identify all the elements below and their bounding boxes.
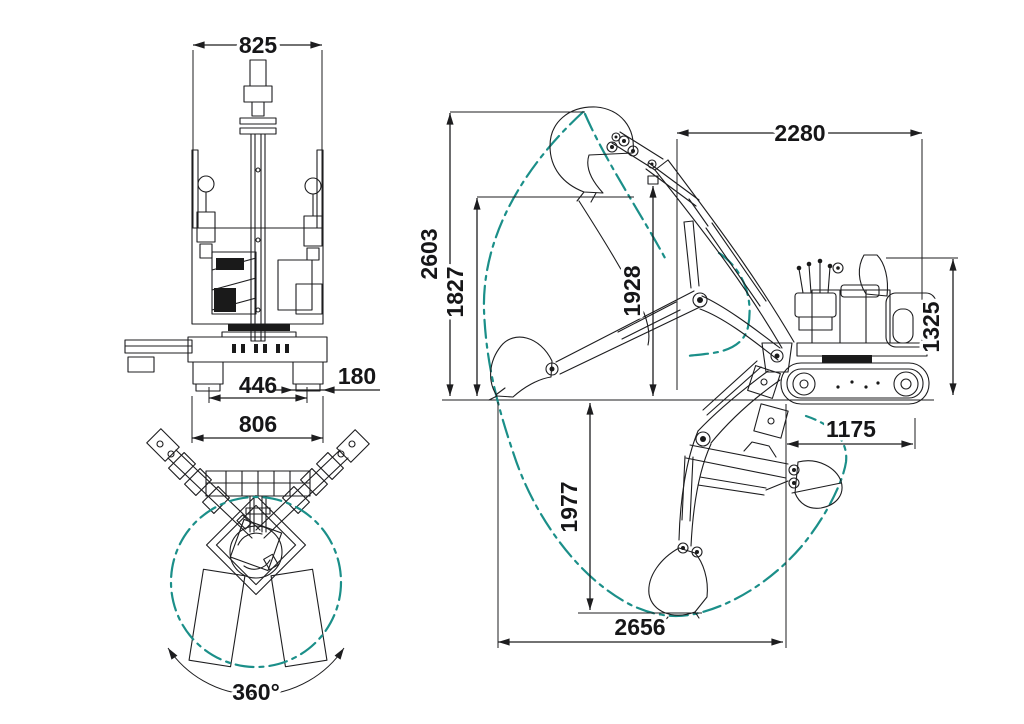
dim-upper-width: 825 — [193, 29, 322, 62]
side-view-dimensions: 2280 2603 1827 1928 1325 — [413, 111, 958, 648]
arm-pose-down — [648, 360, 781, 623]
dim-overall-width-label: 806 — [239, 411, 277, 437]
arm-pose-mid — [488, 220, 781, 401]
dim-pin-height: 1928 — [616, 175, 659, 396]
top-blade — [205, 470, 311, 533]
dim-dig-depth: 1977 — [553, 403, 702, 614]
dim-max-height-label: 2603 — [416, 228, 442, 279]
dim-track-width: 180 — [274, 360, 380, 394]
work-envelope — [482, 110, 848, 618]
dim-track-center-span-label: 446 — [239, 372, 277, 398]
front-cab — [191, 50, 324, 325]
dim-reach-ground-label: 2656 — [614, 614, 665, 640]
side-view: 2280 2603 1827 1928 1325 — [413, 106, 958, 648]
side-view-machine — [488, 106, 937, 623]
dim-overall-width: 806 — [191, 396, 324, 443]
top-body — [205, 494, 307, 596]
rotation-label: 360° — [232, 679, 280, 705]
front-undercarriage — [187, 324, 328, 392]
arm-pose-raised — [549, 106, 795, 349]
side-track — [780, 355, 930, 405]
dim-reach-top: 2280 — [676, 117, 923, 390]
front-view-dimensions: 825 446 180 806 — [191, 29, 380, 443]
dim-track-length-label: 1175 — [826, 416, 876, 442]
dim-reach-top-label: 2280 — [774, 120, 825, 146]
side-body — [747, 254, 937, 439]
top-tracks — [188, 568, 328, 668]
dim-overall-height: 1325 — [886, 257, 958, 395]
top-booms — [146, 428, 370, 539]
dim-dump-height: 1827 — [439, 196, 634, 396]
dim-pin-height-label: 1928 — [619, 265, 645, 316]
dim-overall-height-label: 1325 — [918, 301, 944, 352]
front-view-machine — [124, 50, 328, 392]
front-boom — [239, 59, 277, 342]
rotation-arc: 360° — [167, 647, 345, 709]
top-view-machine — [146, 428, 370, 668]
dim-max-height: 2603 — [413, 111, 585, 396]
front-blade — [124, 339, 193, 373]
dim-upper-width-label: 825 — [239, 32, 278, 58]
swing-circle — [169, 495, 343, 669]
dim-track-length: 1175 — [785, 404, 916, 648]
dim-dump-height-label: 1827 — [442, 266, 468, 317]
dim-reach-ground: 2656 — [497, 402, 783, 648]
dim-track-width-label: 180 — [338, 363, 376, 389]
arm-pose-right — [685, 441, 843, 509]
dim-dig-depth-label: 1977 — [556, 481, 582, 532]
dim-track-center-span: 446 — [208, 369, 308, 403]
top-view: 360° — [146, 428, 370, 709]
front-view: 825 446 180 806 — [124, 29, 380, 443]
